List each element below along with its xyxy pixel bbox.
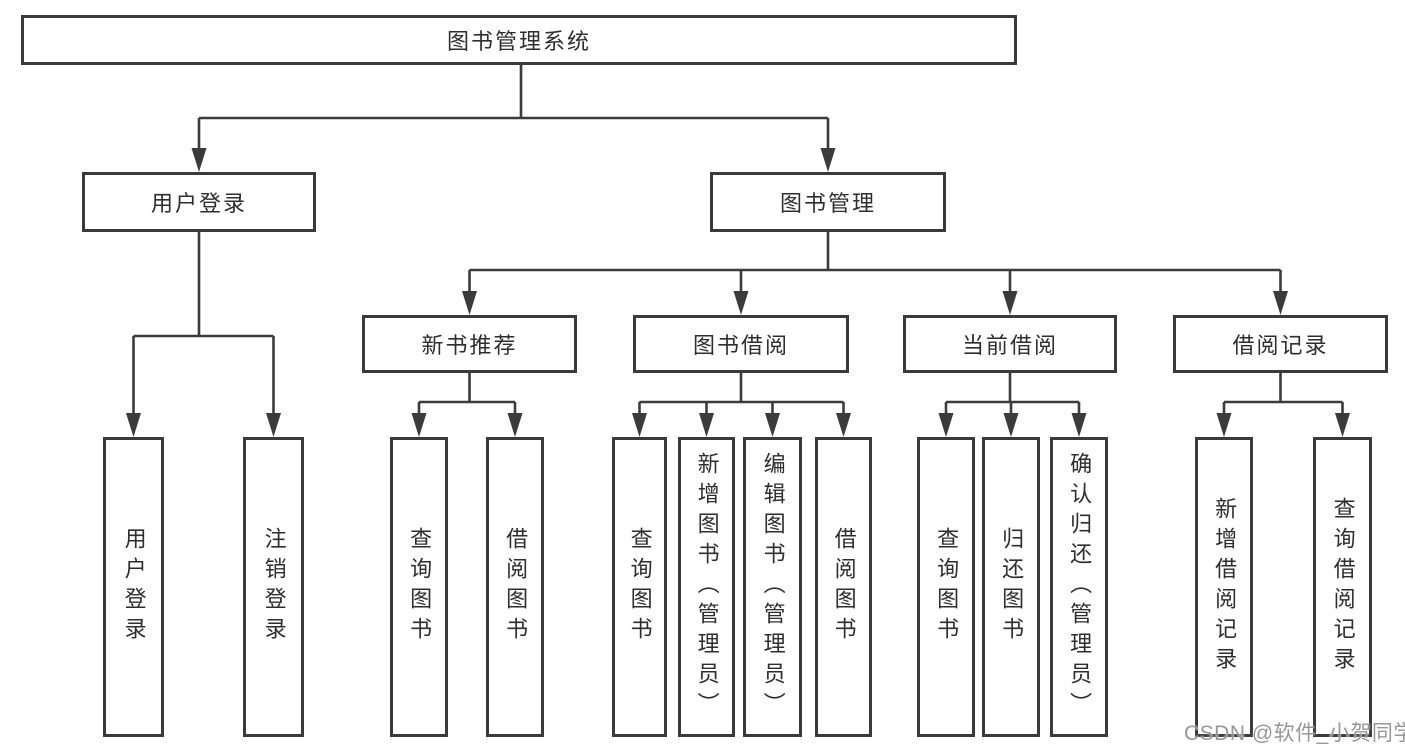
node-borrow-records: 借阅记录 [1173, 315, 1388, 373]
connector-line [199, 65, 828, 120]
connector-line [946, 373, 1079, 404]
connector-arrowhead [411, 413, 427, 437]
leaf-return-books-label: 归还图书 [999, 527, 1025, 647]
leaf-borrow-books-borrow-label: 借阅图书 [831, 527, 857, 647]
leaf-confirm-return-admin: 确认归还（管理员） [1050, 437, 1108, 737]
connector-line [469, 232, 1281, 272]
connector-arrowhead [1335, 413, 1350, 437]
node-book-management-label: 图书管理 [779, 191, 876, 216]
connector-arrowhead [632, 413, 647, 437]
connector-arrowhead [1002, 291, 1018, 315]
leaf-query-borrow-record: 查询借阅记录 [1313, 437, 1372, 737]
leaf-confirm-return-admin-label: 确认归还（管理员） [1067, 452, 1093, 722]
leaf-user-login: 用户登录 [103, 437, 164, 737]
leaf-add-borrow-record-label: 新增借阅记录 [1212, 497, 1238, 677]
leaf-query-books-borrow-label: 查询图书 [627, 527, 653, 647]
leaf-query-books-current-label: 查询图书 [934, 527, 960, 647]
leaf-query-books-borrow: 查询图书 [612, 437, 667, 737]
leaf-query-borrow-record-label: 查询借阅记录 [1330, 497, 1356, 677]
node-book-borrow: 图书借阅 [633, 315, 849, 373]
connector-arrowhead [266, 413, 281, 437]
leaf-logout-label: 注销登录 [261, 527, 287, 647]
leaf-query-books-recommend-label: 查询图书 [407, 527, 433, 647]
node-book-management: 图书管理 [710, 172, 946, 232]
connector-arrowhead [126, 413, 141, 437]
node-current-borrow-label: 当前借阅 [961, 333, 1058, 358]
leaf-borrow-books-recommend-label: 借阅图书 [503, 527, 529, 647]
leaf-user-login-label: 用户登录 [121, 527, 147, 647]
connector-arrowhead [1216, 413, 1232, 437]
connector-arrowhead [1071, 413, 1087, 437]
connector-arrowhead [820, 148, 836, 172]
connector-line [639, 373, 844, 404]
connector-arrowhead [699, 413, 714, 437]
leaf-borrow-books-recommend: 借阅图书 [486, 437, 544, 737]
connector-line [419, 373, 515, 404]
leaf-return-books: 归还图书 [982, 437, 1040, 737]
node-new-book-recommend-label: 新书推荐 [421, 333, 518, 358]
connector-line [1224, 373, 1343, 404]
leaf-borrow-books-borrow: 借阅图书 [815, 437, 872, 737]
node-current-borrow: 当前借阅 [903, 315, 1117, 373]
connector-arrowhead [765, 413, 780, 437]
node-user-login: 用户登录 [82, 172, 316, 232]
node-root: 图书管理系统 [21, 15, 1017, 65]
node-borrow-records-label: 借阅记录 [1232, 333, 1329, 358]
node-root-label: 图书管理系统 [446, 29, 591, 54]
watermark: CSDN @软件_小贺同学 [1184, 722, 1405, 745]
connector-arrowhead [938, 413, 954, 437]
connector-arrowhead [836, 413, 851, 437]
connector-arrowhead [191, 148, 207, 172]
connector-line [133, 232, 274, 338]
connector-arrowhead [507, 413, 523, 437]
connector-arrowhead [1273, 291, 1288, 315]
leaf-query-books-current: 查询图书 [917, 437, 975, 737]
node-book-borrow-label: 图书借阅 [692, 333, 789, 358]
leaf-edit-book-admin-label: 编辑图书（管理员） [760, 452, 786, 722]
connector-arrowhead [1003, 413, 1019, 437]
leaf-edit-book-admin: 编辑图书（管理员） [743, 437, 802, 737]
leaf-add-book-admin-label: 新增图书（管理员） [694, 452, 720, 722]
node-user-login-label: 用户登录 [150, 191, 247, 216]
node-new-book-recommend: 新书推荐 [362, 315, 577, 373]
leaf-add-book-admin: 新增图书（管理员） [678, 437, 735, 737]
connector-arrowhead [733, 291, 749, 315]
leaf-logout: 注销登录 [243, 437, 304, 737]
leaf-add-borrow-record: 新增借阅记录 [1195, 437, 1253, 737]
connector-arrowhead [462, 291, 477, 315]
leaf-query-books-recommend: 查询图书 [390, 437, 448, 737]
